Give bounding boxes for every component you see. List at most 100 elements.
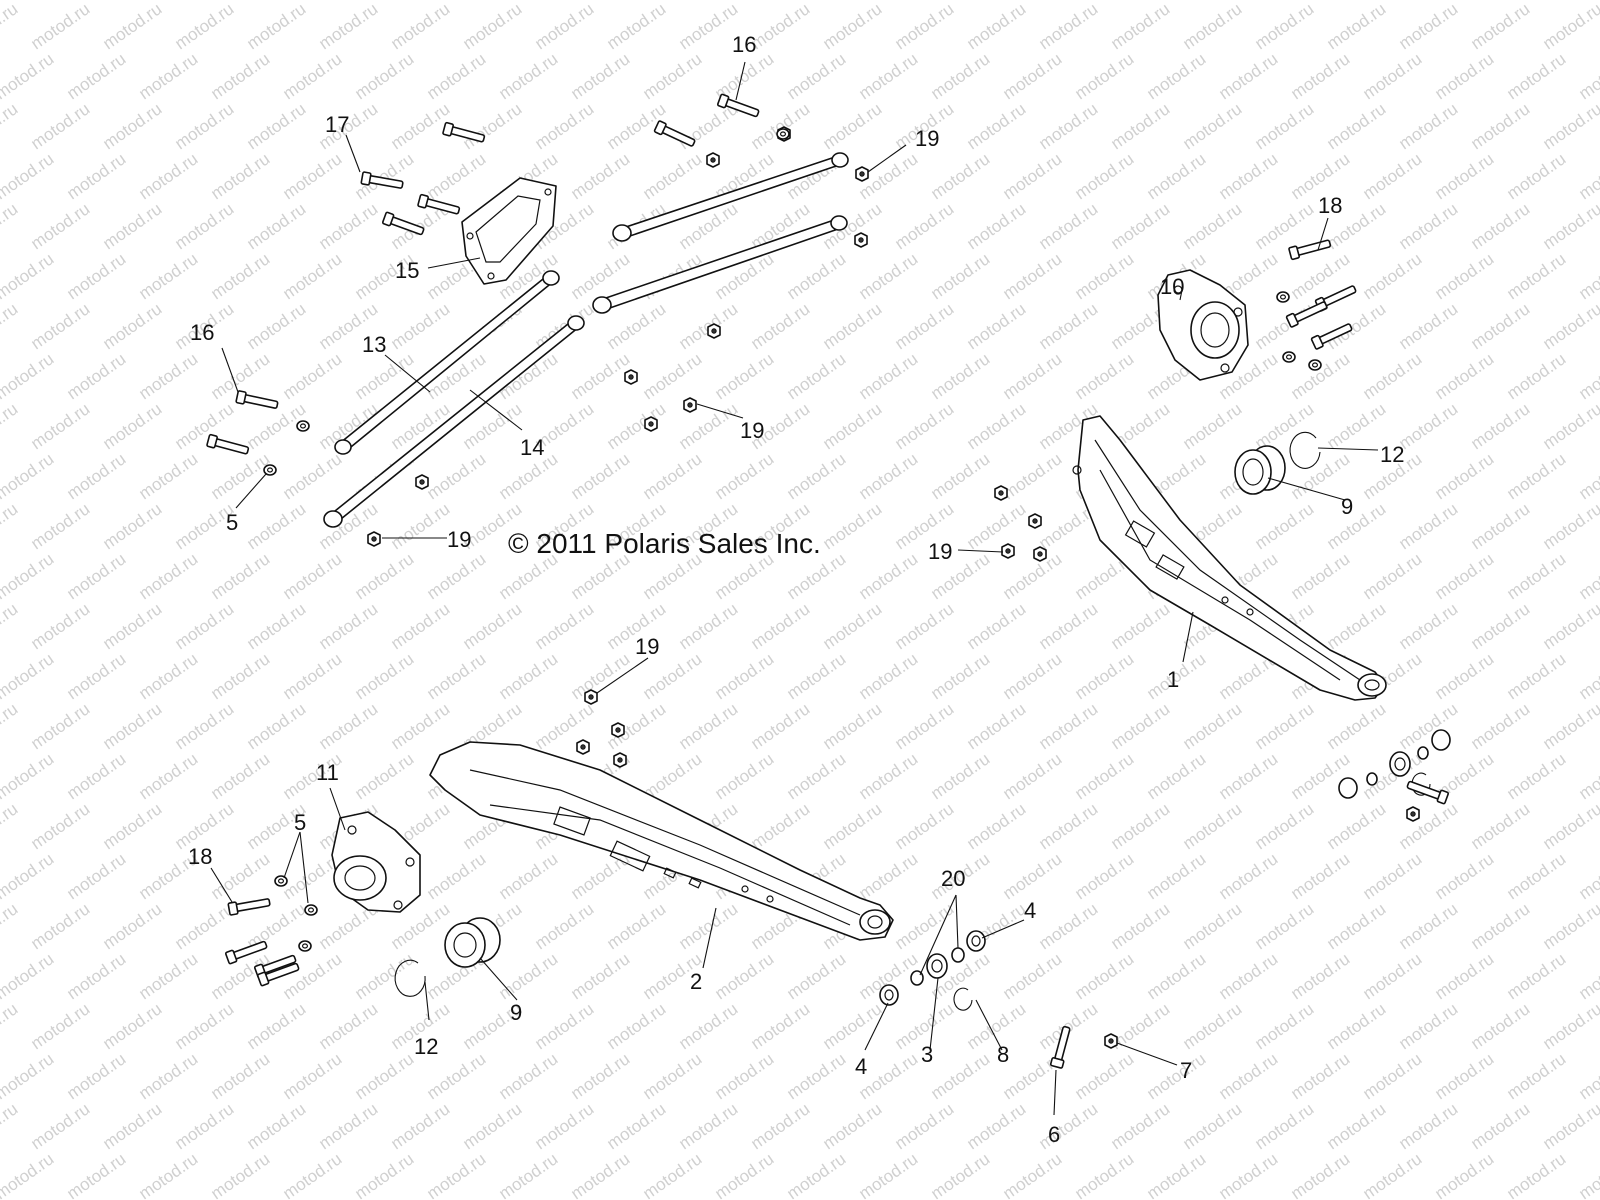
watermark-text: motod.ru — [1251, 99, 1317, 153]
watermark-text: motod.ru — [279, 649, 345, 703]
trailing-arm-2 — [429, 741, 894, 941]
callout-5-top: 5 — [226, 510, 238, 535]
watermark-text: motod.ru — [855, 649, 921, 703]
watermark-text: motod.ru — [99, 699, 165, 753]
watermark-text: motod.ru — [1287, 0, 1353, 3]
watermark-text: motod.ru — [1575, 149, 1600, 203]
watermark-text: motod.ru — [1143, 0, 1209, 3]
watermark-text: motod.ru — [1575, 349, 1600, 403]
watermark-text: motod.ru — [63, 849, 129, 903]
watermark-text: motod.ru — [1503, 449, 1569, 503]
watermark-text: motod.ru — [27, 799, 93, 853]
watermark-text: motod.ru — [819, 499, 885, 553]
watermark-text: motod.ru — [927, 0, 993, 3]
watermark-text: motod.ru — [1251, 0, 1317, 53]
watermark-text: motod.ru — [567, 449, 633, 503]
watermark-text: motod.ru — [639, 149, 705, 203]
watermark-text: motod.ru — [0, 749, 57, 803]
watermark-text: motod.ru — [351, 1049, 417, 1103]
callout-3: 3 — [921, 1042, 933, 1067]
watermark-text: motod.ru — [495, 0, 561, 3]
watermark-text: motod.ru — [387, 599, 453, 653]
watermark-text: motod.ru — [1215, 749, 1281, 803]
watermark-text: motod.ru — [495, 849, 561, 903]
snap-ring-12-left — [394, 959, 426, 997]
watermark-text: motod.ru — [1359, 949, 1425, 1003]
snap-ring-12-right — [1289, 431, 1321, 469]
watermark-text: motod.ru — [999, 1149, 1065, 1200]
callout-9-right: 9 — [1341, 494, 1353, 519]
watermark-text: motod.ru — [639, 1049, 705, 1103]
callout-13: 13 — [362, 332, 386, 357]
leader-lines — [210, 61, 1379, 1116]
watermark-text: motod.ru — [1323, 299, 1389, 353]
watermark-text: motod.ru — [855, 549, 921, 603]
watermark-text: motod.ru — [0, 99, 21, 153]
watermark-text: motod.ru — [27, 0, 93, 53]
watermark-text: motod.ru — [783, 1049, 849, 1103]
watermark-text: motod.ru — [1503, 649, 1569, 703]
watermark-text: motod.ru — [819, 399, 885, 453]
watermark-text: motod.ru — [1359, 0, 1425, 3]
watermark-text: motod.ru — [1431, 949, 1497, 1003]
watermark-text: motod.ru — [63, 749, 129, 803]
watermark-text: motod.ru — [1467, 799, 1533, 853]
watermark-text: motod.ru — [1035, 99, 1101, 153]
watermark-text: motod.ru — [1107, 0, 1173, 53]
watermark-text: motod.ru — [423, 49, 489, 103]
watermark-text: motod.ru — [351, 949, 417, 1003]
watermark-text: motod.ru — [1395, 499, 1461, 553]
watermark-text: motod.ru — [1323, 1099, 1389, 1153]
watermark-text: motod.ru — [1359, 1049, 1425, 1103]
watermark-text: motod.ru — [1071, 649, 1137, 703]
watermark-text: motod.ru — [891, 899, 957, 953]
watermark-text: motod.ru — [423, 0, 489, 3]
watermark-text: motod.ru — [279, 149, 345, 203]
watermark-text: motod.ru — [351, 49, 417, 103]
watermark-text: motod.ru — [1503, 0, 1569, 3]
watermark-text: motod.ru — [891, 199, 957, 253]
watermark-text: motod.ru — [423, 549, 489, 603]
watermark-text: motod.ru — [1215, 1149, 1281, 1200]
watermark-text: motod.ru — [567, 649, 633, 703]
watermark-text: motod.ru — [639, 1149, 705, 1200]
watermark-text: motod.ru — [1071, 349, 1137, 403]
watermark-text: motod.ru — [1575, 949, 1600, 1003]
callout-19-bottom: 19 — [635, 634, 659, 659]
watermark-text: motod.ru — [1395, 299, 1461, 353]
watermark-text: motod.ru — [531, 899, 597, 953]
watermark-text: motod.ru — [783, 49, 849, 103]
watermark-text: motod.ru — [927, 749, 993, 803]
watermark-text: motod.ru — [1107, 799, 1173, 853]
watermark-text: motod.ru — [603, 899, 669, 953]
watermark-text: motod.ru — [1575, 549, 1600, 603]
callout-19-left: 19 — [447, 527, 471, 552]
watermark-text: motod.ru — [1359, 49, 1425, 103]
watermark-text: motod.ru — [999, 649, 1065, 703]
watermark-text: motod.ru — [1251, 399, 1317, 453]
watermark-text: motod.ru — [675, 699, 741, 753]
watermark-text: motod.ru — [1071, 749, 1137, 803]
watermark-text: motod.ru — [1539, 699, 1600, 753]
watermark-text: motod.ru — [1035, 599, 1101, 653]
watermark-text: motod.ru — [459, 99, 525, 153]
watermark-text: motod.ru — [423, 149, 489, 203]
watermark-text: motod.ru — [603, 1099, 669, 1153]
callout-4-right: 4 — [1024, 898, 1036, 923]
watermark-text: motod.ru — [1323, 899, 1389, 953]
watermark-text: motod.ru — [1467, 199, 1533, 253]
watermark-text: motod.ru — [1179, 199, 1245, 253]
watermark-text: motod.ru — [567, 949, 633, 1003]
watermark-text: motod.ru — [819, 599, 885, 653]
watermark-text: motod.ru — [387, 99, 453, 153]
callout-9-left: 9 — [510, 1000, 522, 1025]
watermark-text: motod.ru — [1107, 699, 1173, 753]
watermark-text: motod.ru — [99, 199, 165, 253]
watermark-text: motod.ru — [711, 1049, 777, 1103]
watermark-text: motod.ru — [1323, 599, 1389, 653]
watermark-text: motod.ru — [243, 99, 309, 153]
watermark-text: motod.ru — [99, 499, 165, 553]
watermark-text: motod.ru — [63, 549, 129, 603]
watermark-text: motod.ru — [819, 799, 885, 853]
watermark-text: motod.ru — [999, 949, 1065, 1003]
